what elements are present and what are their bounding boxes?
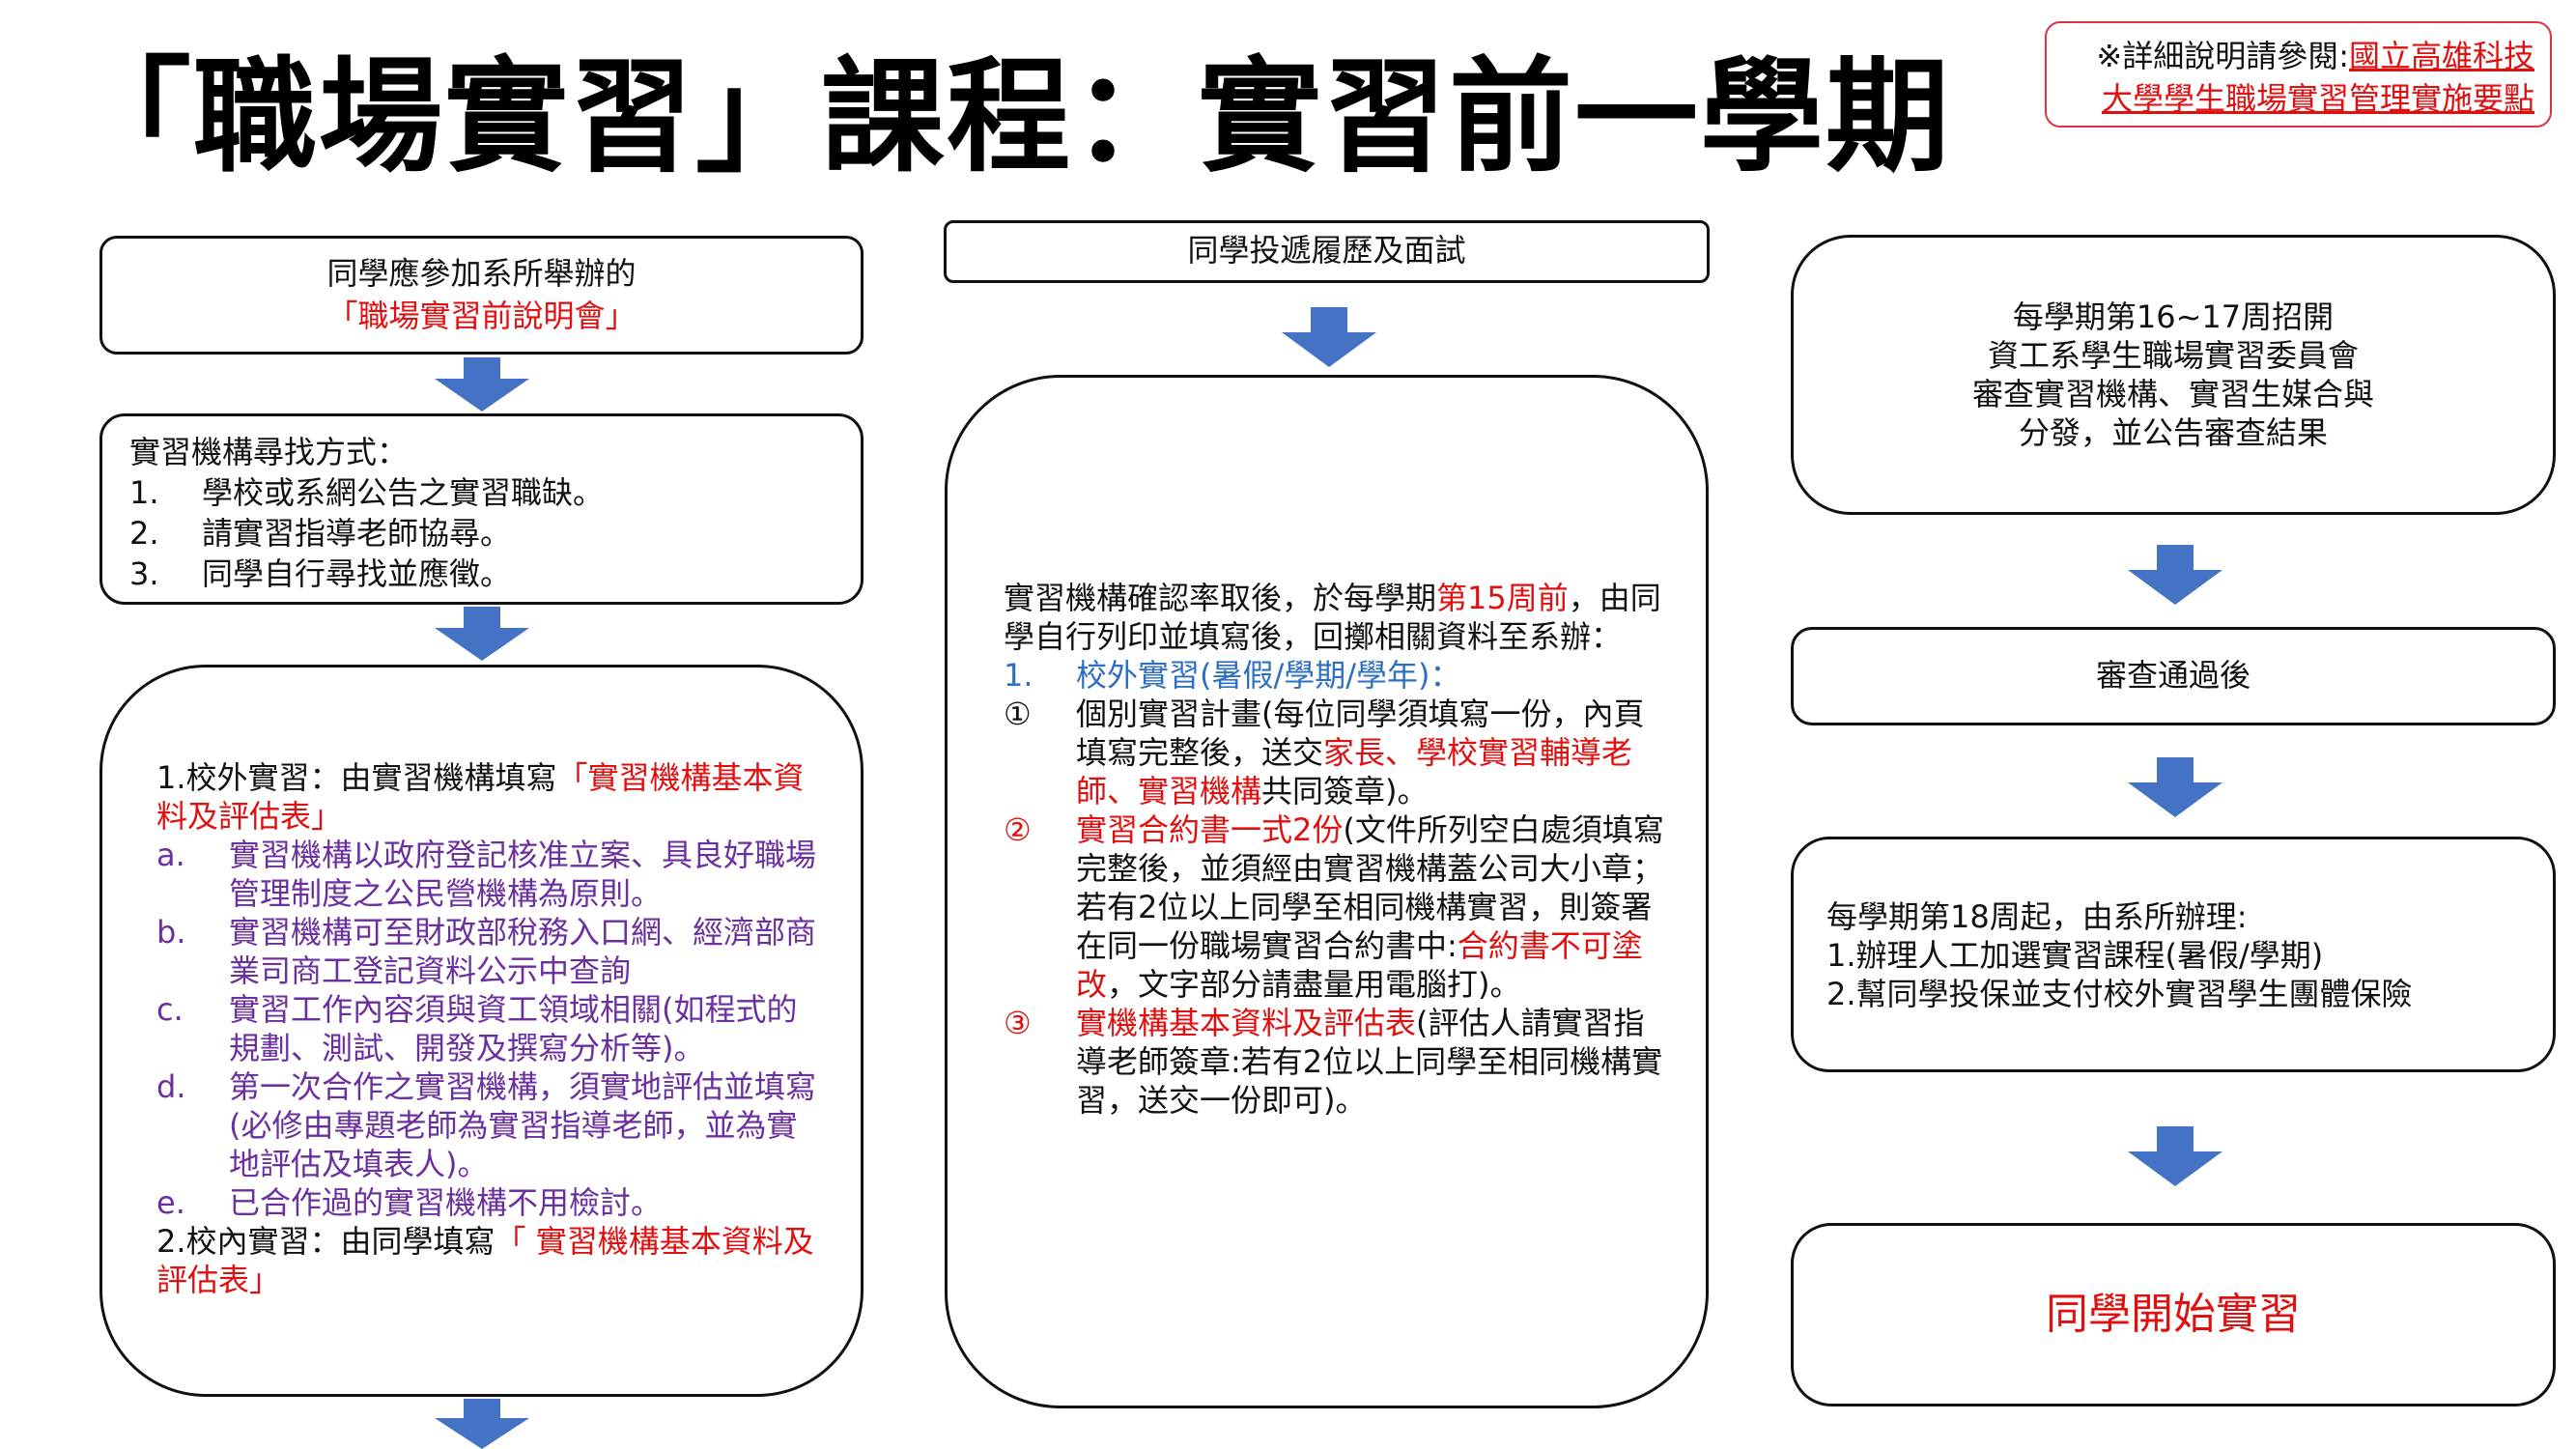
arrow-down-icon [1282,307,1376,367]
external-internship-text: 1.校外實習：由實習機構填寫「實習機構基本資料及評估表」 [156,759,805,835]
orientation-line2: 「職場實習前說明會」 [326,298,637,334]
arrow-down-icon [435,357,529,412]
regulation-link-line2[interactable]: 大學學生職場實習管理實施要點 [2101,80,2534,117]
committee-line: 審查實習機構、實習生媒合與 [1971,376,2374,412]
internal-internship-text: 2.校內實習：由同學填寫「 實習機構基本資料及評估表」 [156,1223,814,1298]
list-item: e.已合作過的實習機構不用檢討。 [156,1184,663,1221]
list-item: a.實習機構以政府登記核准立案、具良好職場管理制度之公民營機構為原則。 [156,837,817,912]
reference-note: ※詳細說明請參閱:國立高雄科技 大學學生職場實習管理實施要點 [2045,21,2552,128]
find-heading: 實習機構尋找方式： [129,434,409,470]
review-passed-box: 審查通過後 [1791,627,2556,725]
regulation-link[interactable]: 國立高雄科技 [2348,38,2534,74]
committee-review-box: 每學期第16~17周招開 資工系學生職場實習委員會 審查實習機構、實習生媒合與 … [1791,235,2556,515]
arrow-down-icon [2128,757,2222,817]
arrow-down-icon [435,1399,529,1449]
committee-line: 分發，並公告審查結果 [2018,414,2328,451]
arrow-down-icon [435,607,529,661]
list-item: 1.學校或系網公告之實習職缺。 [129,474,605,511]
arrow-down-icon [2128,1126,2222,1186]
enrollment-line: 2.幫同學投保並支付校外實習學生團體保險 [1826,976,2413,1012]
committee-line: 資工系學生職場實習委員會 [1987,337,2359,374]
enrollment-line: 1.辦理人工加選實習課程(暑假/學期) [1826,937,2324,974]
enrollment-insurance-box: 每學期第18周起，由系所辦理: 1.辦理人工加選實習課程(暑假/學期) 2.幫同… [1791,837,2556,1072]
orientation-line1: 同學應參加系所舉辦的 [326,255,637,292]
list-item: b.實習機構可至財政部稅務入口網、經濟部商業司商工登記資料公示中查詢 [156,914,817,989]
external-internship-heading: 1.校外實習(暑假/學期/學年)： [1004,657,1461,694]
list-item: c.實習工作內容須與資工領域相關(如程式的規劃、測試、開發及撰寫分析等)。 [156,991,798,1066]
orientation-box: 同學應參加系所舉辦的 「職場實習前說明會」 [99,236,863,355]
note-prefix: ※詳細說明請參閱: [2096,38,2349,74]
enrollment-line: 每學期第18周起，由系所辦理: [1826,898,2248,935]
documents-intro: 實習機構確認率取後，於每學期第15周前，由同學自行列印並填寫後，回擲相關資料至系… [1004,580,1661,655]
list-item: 2.請實習指導老師協尋。 [129,515,512,552]
committee-line: 每學期第16~17周招開 [2012,298,2335,335]
evaluation-form-box: 1.校外實習：由實習機構填寫「實習機構基本資料及評估表」 a.實習機構以政府登記… [99,665,863,1397]
page-title: 「職場實習」課程：實習前一學期 [68,45,1952,189]
list-item: d.第一次合作之實習機構，須實地評估並填寫(必修由專題老師為實習指導老師，並為實… [156,1068,817,1182]
documents-box: 實習機構確認率取後，於每學期第15周前，由同學自行列印並填寫後，回擲相關資料至系… [945,375,1709,1408]
resume-interview-box: 同學投遞履歷及面試 [944,220,1710,283]
arrow-down-icon [2128,545,2222,605]
list-item: 3.同學自行尋找並應徵。 [129,555,512,592]
start-internship-box: 同學開始實習 [1791,1223,2556,1406]
find-institution-box: 實習機構尋找方式： 1.學校或系網公告之實習職缺。 2.請實習指導老師協尋。 3… [99,413,863,605]
